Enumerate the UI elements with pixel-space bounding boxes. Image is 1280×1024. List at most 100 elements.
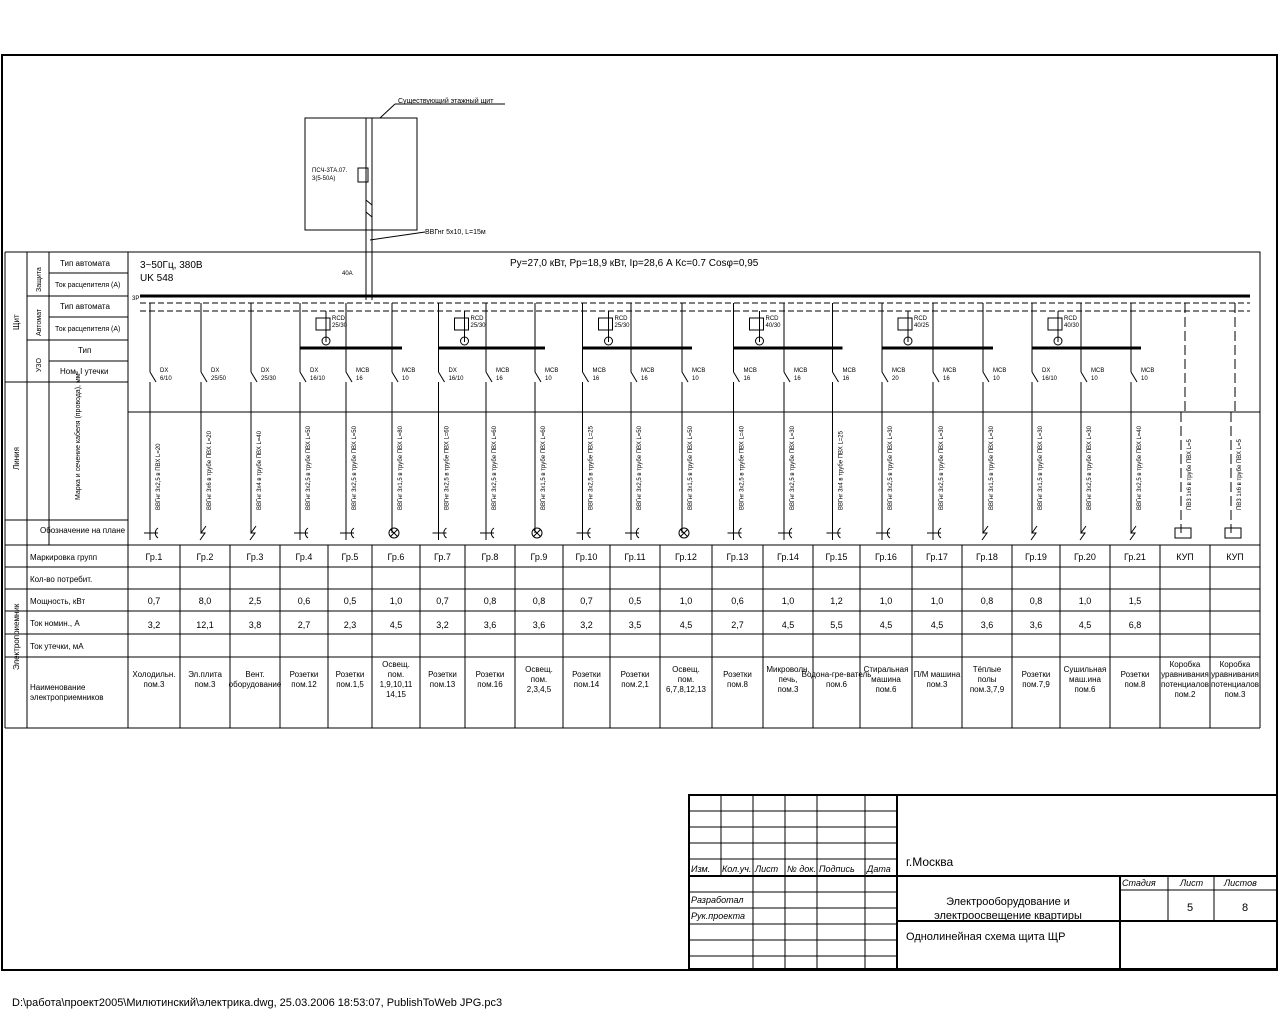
rcd-coil bbox=[1053, 336, 1063, 346]
rcd-box bbox=[454, 317, 469, 331]
cell-group-id: Гр.11 bbox=[624, 552, 645, 562]
cable-spec: ВВГнг 3х2,5 в трубе ПВХ L=50 bbox=[637, 425, 643, 510]
breaker-contact bbox=[149, 371, 157, 383]
cell-name-line: пом.3 bbox=[144, 680, 166, 689]
breaker-label-line: MCB bbox=[593, 368, 606, 374]
cell-name-line: Холодильн. bbox=[132, 670, 175, 679]
breaker-label-line: MCB bbox=[692, 368, 705, 374]
cell-group-id: Гр.13 bbox=[727, 552, 749, 562]
breaker-contact bbox=[681, 371, 689, 383]
row-label-groups: Маркировка групп bbox=[30, 553, 97, 562]
lamp-icon bbox=[531, 527, 543, 539]
cable-spec: ВВГнг 3х2,5 в трубе ПВХ L=50 bbox=[306, 425, 312, 510]
cell-group-id: Гр.9 bbox=[531, 552, 548, 562]
cell-power: 1,0 bbox=[880, 596, 893, 606]
cell-name-line: пом.14 bbox=[574, 680, 600, 689]
cell-name-line: Розетки bbox=[621, 670, 650, 679]
cable-spec: ВВГнг 3х1,5 в трубе ПВХ L=30 bbox=[1038, 425, 1044, 510]
breaker-label-line: MCB bbox=[744, 368, 757, 374]
cable-spec: ВВГнг 3х2,5 в трубе ПВХ L=50 bbox=[352, 425, 358, 510]
cell-name-line: Освещ. bbox=[382, 660, 410, 669]
cell-name-line: пом.3,7,9 bbox=[970, 685, 1005, 694]
cell-group-id: Гр.17 bbox=[926, 552, 948, 562]
breaker-contact bbox=[200, 371, 208, 383]
breaker-label-line: MCB bbox=[641, 368, 654, 374]
cell-name-line: оборудование bbox=[229, 680, 282, 689]
cable-spec: ПВ3 1х6 в трубе ПВХ L=5 bbox=[1187, 438, 1193, 510]
cell-name-line: Вент. bbox=[245, 670, 264, 679]
rcd-label-line: RCD bbox=[766, 316, 780, 322]
lamp-icon bbox=[678, 527, 690, 539]
cell-name-line: Стиральная bbox=[864, 665, 909, 674]
rcd-label-line: 40/30 bbox=[1064, 323, 1080, 329]
cell-current: 3,6 bbox=[981, 620, 994, 630]
breaker-contact bbox=[881, 371, 889, 383]
cell-current: 5,5 bbox=[830, 620, 843, 630]
cell-current: 3,6 bbox=[533, 620, 546, 630]
cell-current: 2,3 bbox=[344, 620, 357, 630]
label-uzo: УЗО bbox=[36, 358, 43, 372]
cell-name-line: пом.3 bbox=[1225, 690, 1247, 699]
breaker-contact bbox=[438, 371, 445, 383]
cable-spec: ВВГнг 3х1,5 в трубе ПВХ L=60 bbox=[541, 425, 547, 510]
rcd-label-line: RCD bbox=[1064, 316, 1078, 322]
lamp-icon bbox=[388, 527, 400, 539]
breaker-label-line: 16 bbox=[593, 376, 600, 382]
group-table: Маркировка групп Кол-во потребит. Мощнос… bbox=[5, 252, 1261, 729]
rcd-coil bbox=[460, 336, 469, 346]
tb-ndok: № док. bbox=[787, 864, 816, 874]
lamp-icon-cross bbox=[390, 529, 398, 537]
label-avtomat: Автомат bbox=[36, 308, 43, 336]
socket-icon bbox=[340, 526, 355, 540]
rcd-coil bbox=[755, 336, 764, 346]
cell-current: 4,5 bbox=[680, 620, 693, 630]
cell-power: 0,8 bbox=[533, 596, 546, 606]
tb-list-head: Лист bbox=[1179, 878, 1204, 888]
cell-name: Холодильн.пом.3 bbox=[132, 670, 175, 689]
cell-group-id: Гр.6 bbox=[388, 552, 405, 562]
breaker-label-line: 20 bbox=[892, 376, 899, 382]
bolt-icon-path bbox=[981, 525, 989, 541]
cell-power: 0,7 bbox=[580, 596, 593, 606]
socket-icon bbox=[876, 526, 891, 540]
cell-name-line: пом. bbox=[678, 675, 695, 684]
breaker-label-line: DX bbox=[211, 368, 219, 374]
bolt-icon bbox=[981, 525, 989, 541]
cell-name: Вент.оборудование bbox=[229, 670, 282, 689]
cell-name-line: 2,3,4,5 bbox=[527, 685, 552, 694]
breaker-label-line: 16 bbox=[843, 376, 850, 382]
cell-name-line: Розетки bbox=[290, 670, 319, 679]
tb-razrabotal: Разработал bbox=[691, 895, 743, 905]
cable-spec: ПВ3 1х6 в трубе ПВХ L=5 bbox=[1237, 438, 1243, 510]
breaker-label-line: DX bbox=[1042, 368, 1050, 374]
socket-icon bbox=[927, 526, 942, 540]
breaker-label-line: 16 bbox=[356, 376, 363, 382]
socket-icon bbox=[144, 526, 159, 540]
kup-icon-box bbox=[1224, 527, 1242, 539]
breaker-contact bbox=[391, 371, 399, 383]
cell-name-line: машина bbox=[871, 675, 901, 684]
bolt-icon bbox=[199, 525, 207, 541]
